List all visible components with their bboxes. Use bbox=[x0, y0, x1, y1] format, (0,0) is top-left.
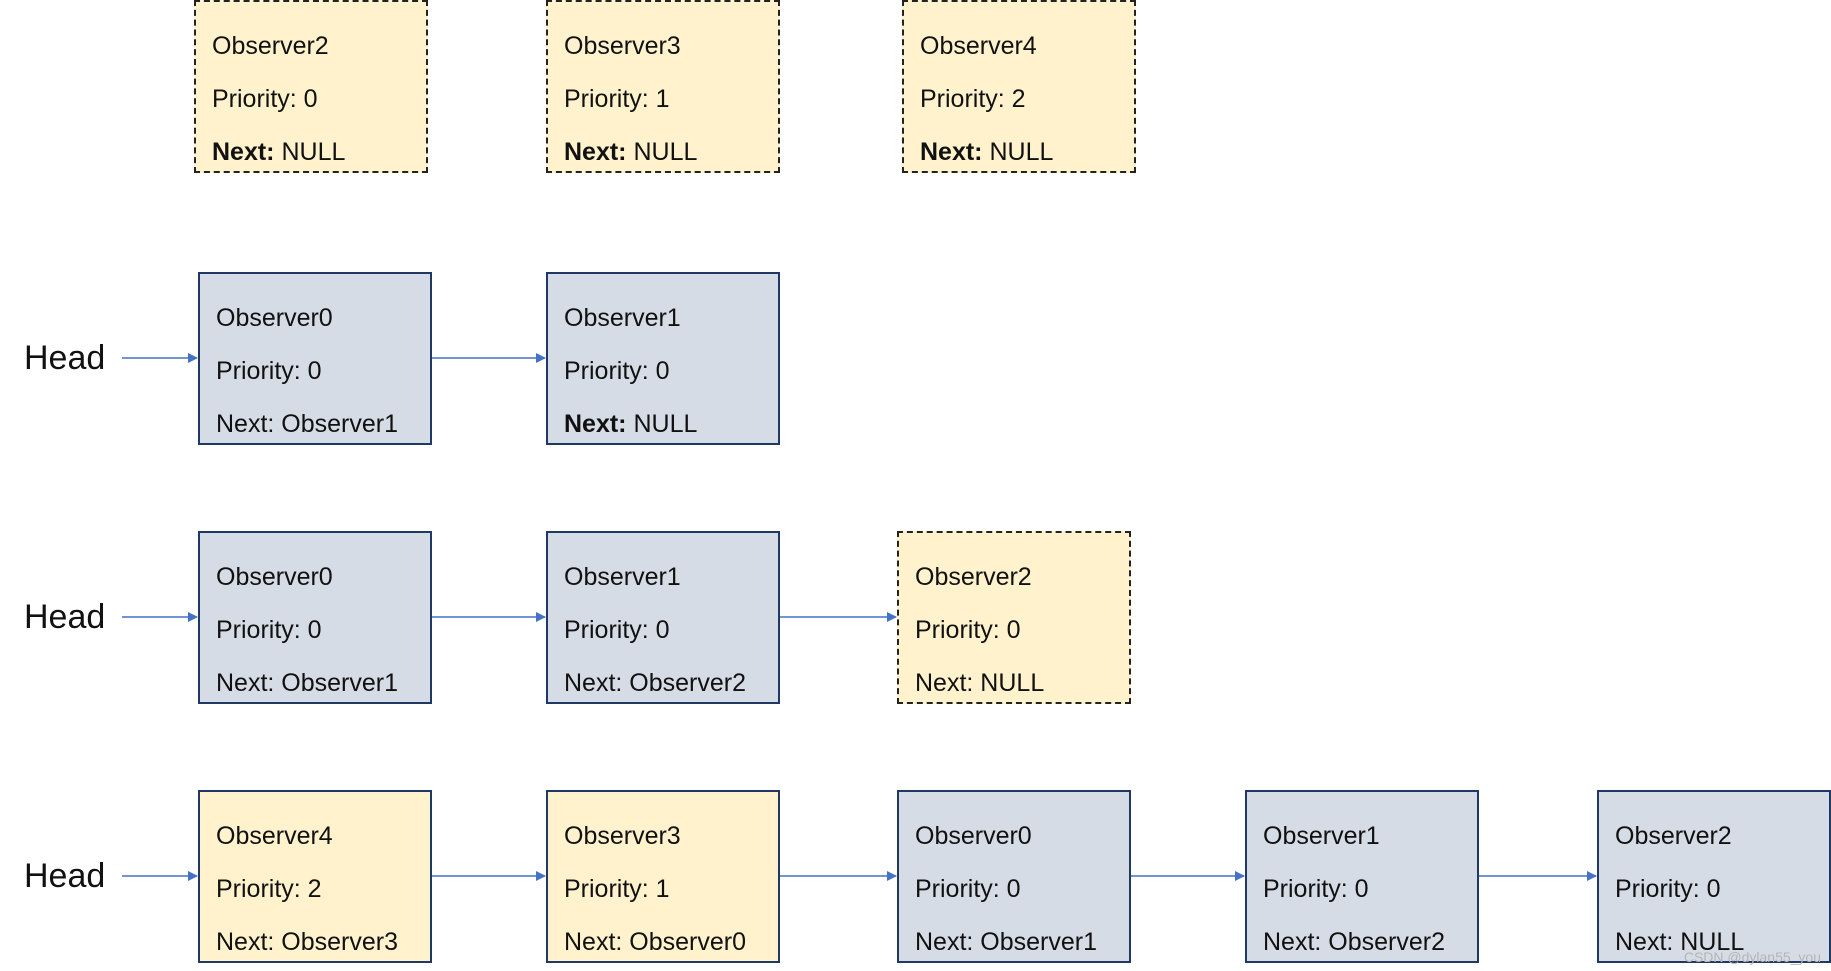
observer-next: Next: NULL bbox=[915, 669, 1045, 697]
observer-name: Observer2 bbox=[212, 32, 329, 60]
observer-priority: Priority: 0 bbox=[212, 85, 318, 113]
head-label: Head bbox=[24, 857, 106, 895]
observer-name: Observer4 bbox=[920, 32, 1037, 60]
observer-priority: Priority: 0 bbox=[915, 875, 1021, 903]
observer-name: Observer3 bbox=[564, 32, 681, 60]
observer-name: Observer1 bbox=[1263, 822, 1380, 850]
observer-name: Observer1 bbox=[564, 304, 681, 332]
observer-name: Observer0 bbox=[915, 822, 1032, 850]
observer-name: Observer3 bbox=[564, 822, 681, 850]
observer-name: Observer1 bbox=[564, 563, 681, 591]
observer-next: Next: NULL bbox=[564, 410, 698, 438]
observer-next: Next: Observer2 bbox=[564, 669, 747, 697]
observer-next: Next: Observer2 bbox=[1263, 928, 1446, 956]
head-label: Head bbox=[24, 598, 106, 636]
observer-name: Observer4 bbox=[216, 822, 333, 850]
observer-next: Next: Observer1 bbox=[216, 669, 399, 697]
observer-next: Next: NULL bbox=[212, 138, 346, 166]
observer-next: Next: Observer3 bbox=[216, 928, 399, 956]
observer-priority: Priority: 0 bbox=[564, 357, 670, 385]
observer-next: Next: NULL bbox=[564, 138, 698, 166]
observer-next: Next: Observer0 bbox=[564, 928, 747, 956]
observer-next: Next: NULL bbox=[920, 138, 1054, 166]
observer-priority: Priority: 0 bbox=[564, 616, 670, 644]
observer-priority: Priority: 1 bbox=[564, 875, 670, 903]
observer-next: Next: Observer1 bbox=[915, 928, 1098, 956]
observer-priority: Priority: 2 bbox=[216, 875, 322, 903]
observer-priority: Priority: 0 bbox=[216, 616, 322, 644]
watermark: CSDN @dylan55_you bbox=[1683, 949, 1821, 965]
observer-priority: Priority: 0 bbox=[216, 357, 322, 385]
observer-priority: Priority: 2 bbox=[920, 85, 1026, 113]
observer-name: Observer2 bbox=[1615, 822, 1732, 850]
observer-priority: Priority: 0 bbox=[1263, 875, 1369, 903]
observer-name: Observer0 bbox=[216, 563, 333, 591]
observer-priority: Priority: 0 bbox=[1615, 875, 1721, 903]
observer-next: Next: Observer1 bbox=[216, 410, 399, 438]
observer-next: Next: NULL bbox=[1615, 928, 1745, 956]
head-label: Head bbox=[24, 339, 106, 377]
observer-name: Observer0 bbox=[216, 304, 333, 332]
observer-name: Observer2 bbox=[915, 563, 1032, 591]
observer-priority: Priority: 0 bbox=[915, 616, 1021, 644]
observer-priority: Priority: 1 bbox=[564, 85, 670, 113]
